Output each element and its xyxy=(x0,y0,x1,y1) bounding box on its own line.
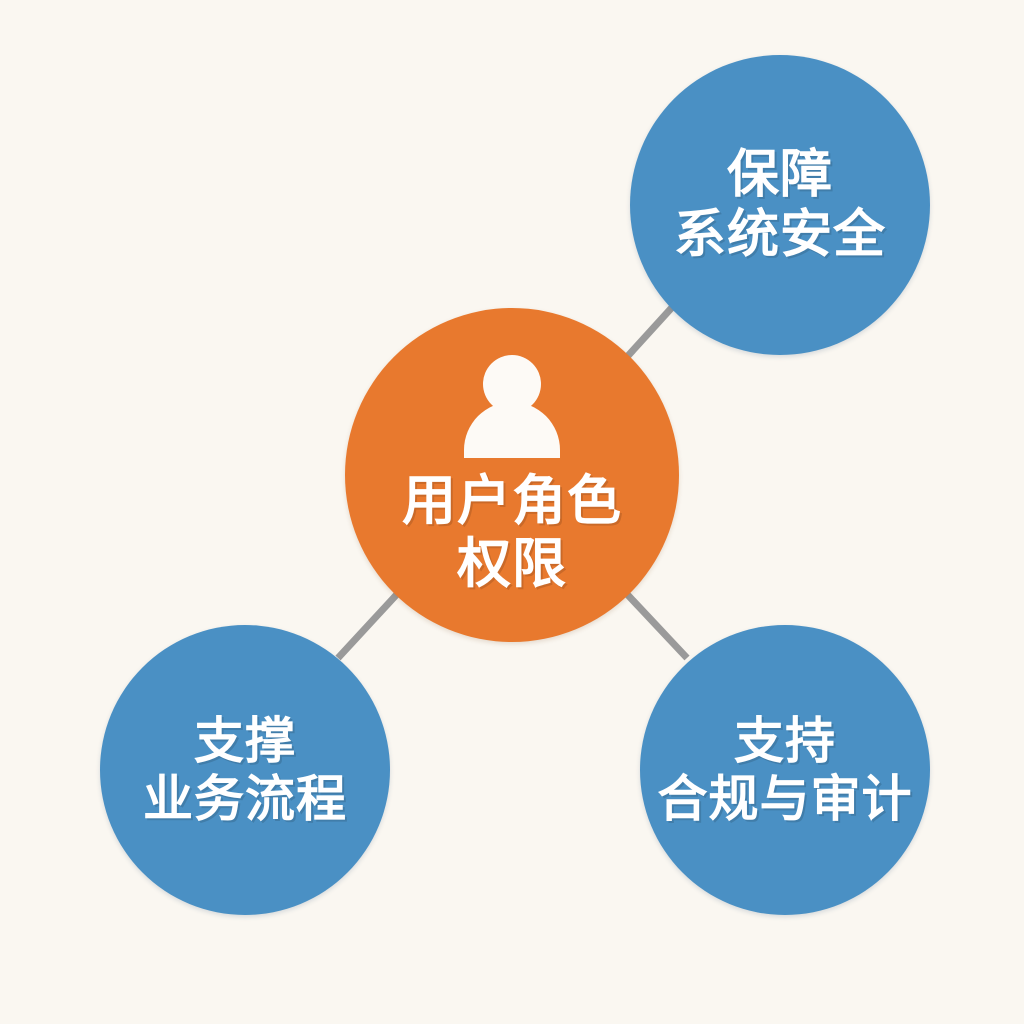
node-branch-top-right-label-line1: 保障 xyxy=(726,145,833,204)
node-branch-bottom-right-label-line1: 支持 xyxy=(734,713,836,769)
node-branch-business-process[interactable]: 支撑 业务流程 xyxy=(100,625,390,915)
node-center-user-role-permission[interactable]: 用户角色 权限 xyxy=(345,308,679,642)
person-icon xyxy=(464,355,560,459)
connector-center-to-bottom-right xyxy=(622,589,690,661)
node-branch-system-security[interactable]: 保障 系统安全 xyxy=(630,55,930,355)
connector-center-to-bottom-left xyxy=(335,589,402,661)
node-branch-top-right-label-line2: 系统安全 xyxy=(673,206,886,264)
node-branch-bottom-left-label-line1: 支撑 xyxy=(194,713,296,769)
node-branch-bottom-right-label-line2: 合规与审计 xyxy=(657,771,913,827)
connector-center-to-top-right xyxy=(623,300,679,361)
node-center-label-line1: 用户角色 xyxy=(402,471,622,532)
node-branch-compliance-audit[interactable]: 支持 合规与审计 xyxy=(640,625,930,915)
node-center-label-line2: 权限 xyxy=(457,534,567,594)
node-branch-bottom-left-label-line2: 业务流程 xyxy=(143,771,347,827)
